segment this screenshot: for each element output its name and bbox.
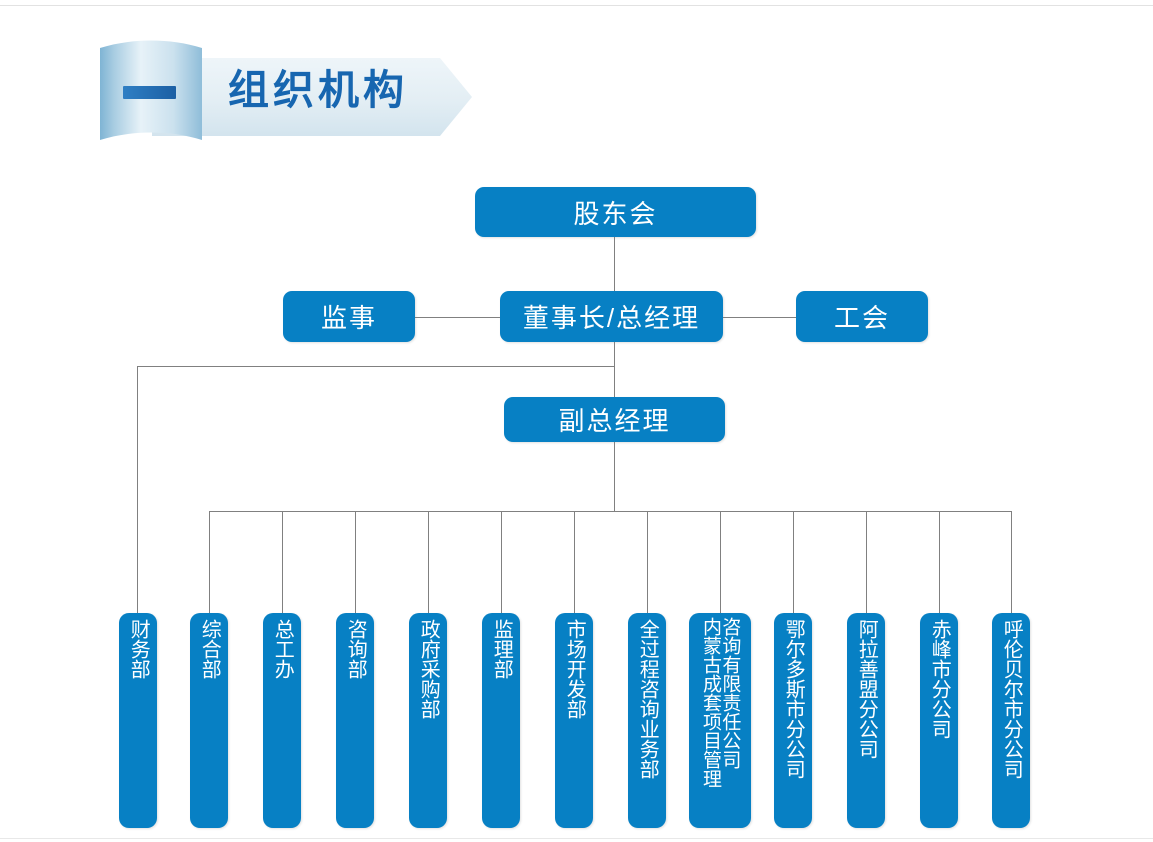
- node-dept-market-development-label: 市场开发部: [563, 619, 586, 719]
- node-dept-whole-process-consulting-label: 全过程咨询业务部: [636, 619, 659, 779]
- node-dept-market-development[interactable]: 市场开发部: [555, 613, 593, 828]
- edge-shareholders-chairman: [614, 237, 615, 292]
- node-chairman[interactable]: 董事长/总经理: [500, 291, 723, 342]
- banner-ribbon: [152, 58, 472, 136]
- department-bus: [209, 511, 1011, 512]
- edge-drop-ordos: [793, 511, 794, 613]
- edge-drop-supervision: [501, 511, 502, 613]
- edge-chairman-deputy: [614, 366, 615, 397]
- node-dept-consulting-label: 咨询部: [344, 619, 367, 679]
- node-dept-finance-label: 财务部: [127, 619, 150, 679]
- node-dept-hulunbuir-branch-label: 呼伦贝尔市分公司: [1000, 619, 1023, 779]
- node-dept-supervision[interactable]: 监理部: [482, 613, 520, 828]
- node-dept-ordos-branch[interactable]: 鄂尔多斯市分公司: [774, 613, 812, 828]
- edge-drop-chifeng: [939, 511, 940, 613]
- node-supervisor-label: 监事: [320, 303, 377, 333]
- node-dept-consulting[interactable]: 咨询部: [336, 613, 374, 828]
- node-dept-general-affairs-label: 综合部: [198, 619, 221, 679]
- edge-drop-hulunbuir: [1011, 511, 1012, 613]
- edge-chairman-supervisor: [415, 317, 500, 318]
- node-dept-chief-engineer-label: 总工办: [271, 619, 294, 679]
- edge-drop-neimenggu: [720, 511, 721, 613]
- node-dept-gov-procurement-label: 政府采购部: [417, 619, 440, 719]
- node-dept-chief-engineer[interactable]: 总工办: [263, 613, 301, 828]
- node-deputy-gm-label: 副总经理: [558, 406, 671, 436]
- node-chairman-label: 董事长/总经理: [522, 303, 701, 333]
- section-number-icon: [123, 86, 176, 99]
- edge-chairman-finance-bus: [137, 366, 615, 367]
- edge-drop-general-affairs: [209, 511, 210, 613]
- edge-finance-drop: [137, 366, 138, 613]
- node-supervisor[interactable]: 监事: [283, 291, 415, 342]
- edge-drop-market-development: [574, 511, 575, 613]
- node-dept-hulunbuir-branch[interactable]: 呼伦贝尔市分公司: [992, 613, 1030, 828]
- page-title: 组织机构: [228, 66, 408, 114]
- node-deputy-gm[interactable]: 副总经理: [504, 397, 725, 442]
- top-divider: [0, 5, 1153, 6]
- node-dept-alxa-branch[interactable]: 阿拉善盟分公司: [847, 613, 885, 828]
- node-dept-supervision-label: 监理部: [490, 619, 513, 679]
- node-dept-chifeng-branch[interactable]: 赤峰市分公司: [920, 613, 958, 828]
- section-banner: 组织机构: [92, 36, 477, 144]
- edge-chairman-stem: [614, 342, 615, 366]
- edge-drop-whole-process: [647, 511, 648, 613]
- node-shareholders-label: 股东会: [573, 198, 658, 229]
- node-union-label: 工会: [833, 303, 890, 333]
- edge-drop-consulting: [355, 511, 356, 613]
- edge-drop-alxa: [866, 511, 867, 613]
- edge-chairman-union: [723, 317, 796, 318]
- node-shareholders[interactable]: 股东会: [475, 187, 756, 237]
- bottom-divider: [0, 838, 1153, 839]
- edge-deputy-stem: [614, 442, 615, 511]
- node-dept-neimenggu-subsidiary-label-col1: 咨询有限责任公司: [719, 617, 741, 769]
- node-dept-general-affairs[interactable]: 综合部: [190, 613, 228, 828]
- edge-drop-gov-procurement: [428, 511, 429, 613]
- node-dept-chifeng-branch-label: 赤峰市分公司: [928, 619, 951, 739]
- edge-drop-chief-engineer: [282, 511, 283, 613]
- node-dept-ordos-branch-label: 鄂尔多斯市分公司: [782, 619, 805, 779]
- node-dept-alxa-branch-label: 阿拉善盟分公司: [855, 619, 878, 759]
- node-dept-neimenggu-subsidiary-label-col2: 内蒙古成套项目管理: [700, 617, 721, 788]
- node-union[interactable]: 工会: [796, 291, 928, 342]
- node-dept-whole-process-consulting[interactable]: 全过程咨询业务部: [628, 613, 666, 828]
- node-dept-neimenggu-subsidiary[interactable]: 咨询有限责任公司 内蒙古成套项目管理: [689, 613, 751, 828]
- node-dept-gov-procurement[interactable]: 政府采购部: [409, 613, 447, 828]
- banner-shape: [100, 40, 472, 140]
- node-dept-finance[interactable]: 财务部: [119, 613, 157, 828]
